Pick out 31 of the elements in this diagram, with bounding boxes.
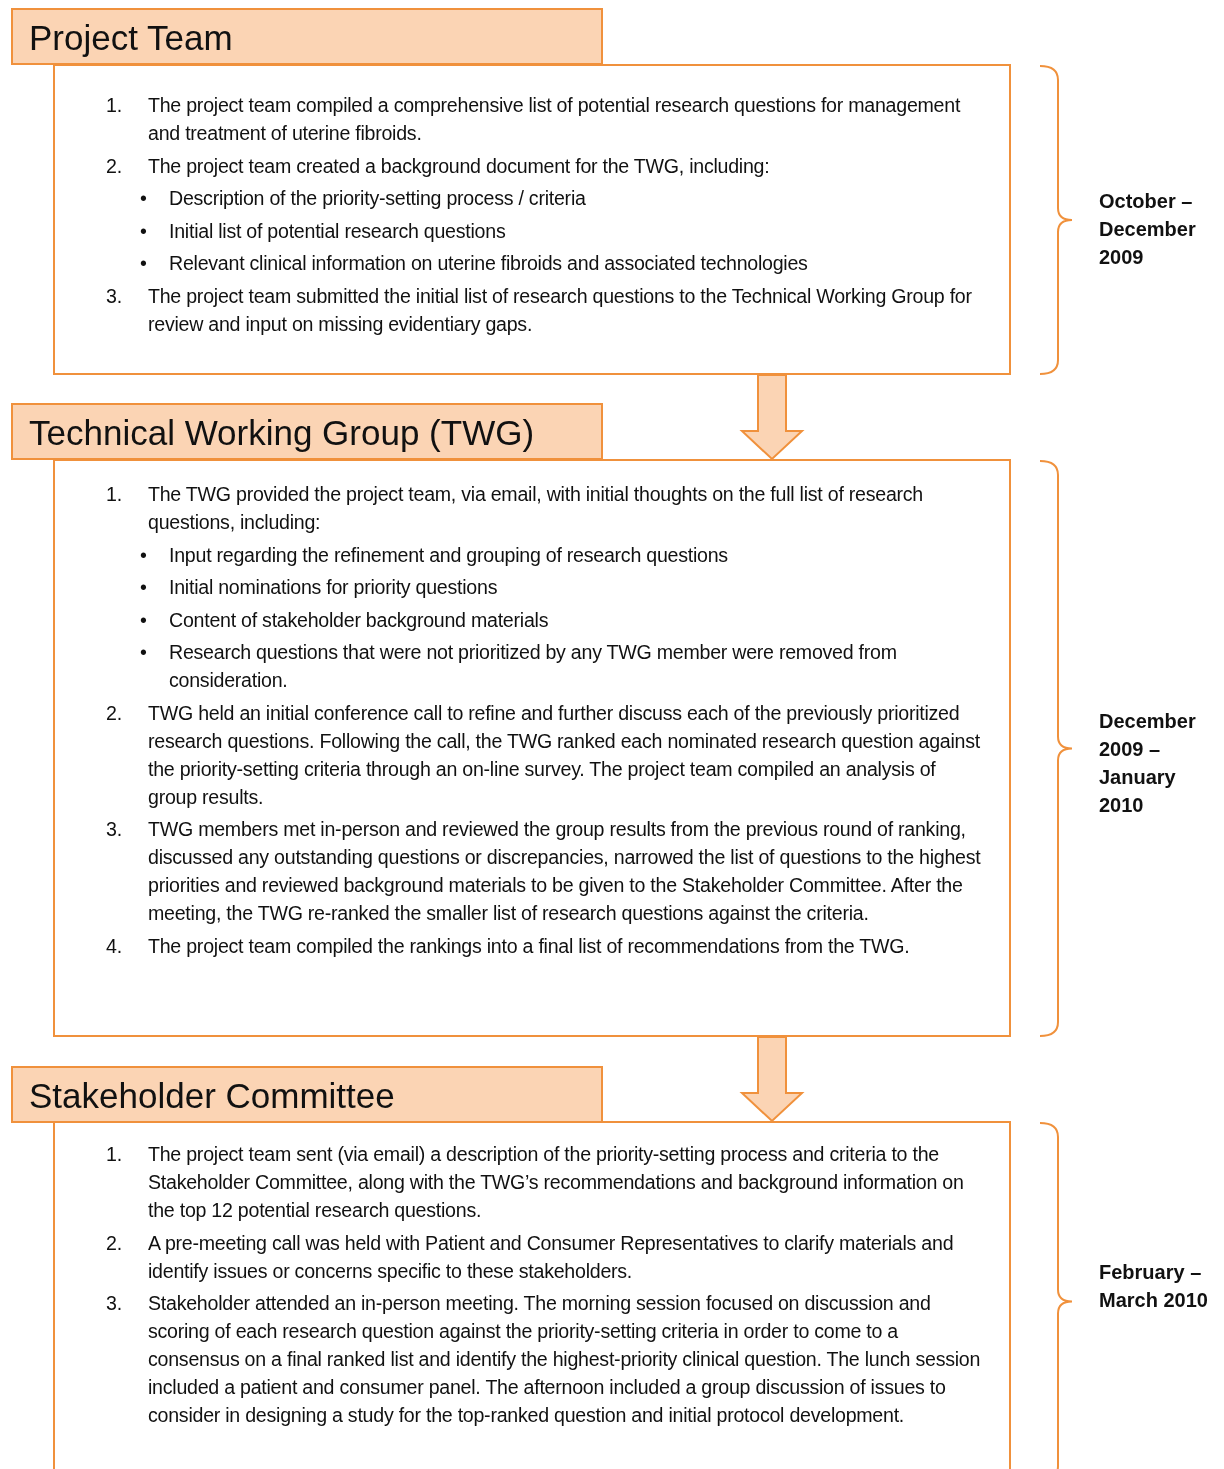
list-item: 2. A pre-meeting call was held with Patient and Consumer Representatives to clarify materials and identify issues or concerns specific to these stakeholders. [105,1230,955,1284]
date-range: October – December 2009 [1099,189,1197,270]
content-box [53,64,1011,375]
list-item: 4. The project team compiled the rankings into a final list of recommendations from the TWG. [105,933,911,959]
date-range: December 2009 – January 2010 [1099,709,1197,818]
list-item: • Initial list of potential research questions [139,218,507,244]
list-item: 2. The project team created a background document for the TWG, including: [105,153,771,179]
content-box [53,1121,1011,1469]
block-arrow [739,1036,805,1123]
header-tab [11,403,603,460]
section-heading: Project Team [29,18,233,57]
list-item: 2. TWG held an initial conference call to refine and further discuss each of the previously prioritized research questions. Following the call, the TWG ranked each nominated research question against the priority-setting criteria through an on-line survey. The project team compiled an analysis of group results. [105,700,981,810]
block-arrow [739,374,805,461]
section-heading: Stakeholder Committee [29,1076,395,1115]
list-item: 1. The project team compiled a comprehensive list of potential research questions for management and treatment of uterine fibroids. [105,93,962,146]
list-item: 1. The project team sent (via email) a description of the priority-setting process and criteria to the Stakeholder Committee, along with the TWG’s recommendations and background information on the top 12 potential research questions. [105,1142,965,1223]
list-item: • Relevant clinical information on uterine fibroids and associated technologies [139,251,809,276]
list-item: 3. The project team submitted the initial list of research questions to the Technical Working Group for review and input on missing evidentiary gaps. [105,283,973,337]
list-item: • Input regarding the refinement and grouping of research questions [139,542,729,568]
date-range: February – March 2010 [1099,1260,1209,1313]
list-item: 1. The TWG provided the project team, via email, with initial thoughts on the full list of research questions, including: [105,482,924,535]
header-tab [11,8,603,65]
list-item: 3. Stakeholder attended an in-person meeting. The morning session focused on discussion and scoring of each research question against the priority-setting criteria in order to come to a consensus on a final ranked list and identify the highest-priority clinical question. The lunch session included a patient and consumer panel. The afternoon included a group discussion of issues to consider in designing a study for the top-ranked question and initial protocol development. [105,1291,981,1428]
header-tab [11,1066,603,1123]
list-item: • Initial nominations for priority questions [139,575,499,600]
list-item: • Description of the priority-setting process / criteria [139,186,587,211]
section-heading: Technical Working Group (TWG) [29,413,535,452]
content-box [53,459,1011,1037]
list-item: • Research questions that were not prioritized by any TWG member were removed from consideration. [139,640,898,693]
list-item: • Content of stakeholder background materials [139,607,550,633]
list-item: 3. TWG members met in-person and reviewed the group results from the previous round of ranking, discussed any outstanding questions or discrepancies, narrowed the list of questions to the highest priorities and reviewed background materials to be given to the Stakeholder Committee. After the meeting, the TWG re-ranked the smaller list of research questions against the criteria. [105,817,981,926]
